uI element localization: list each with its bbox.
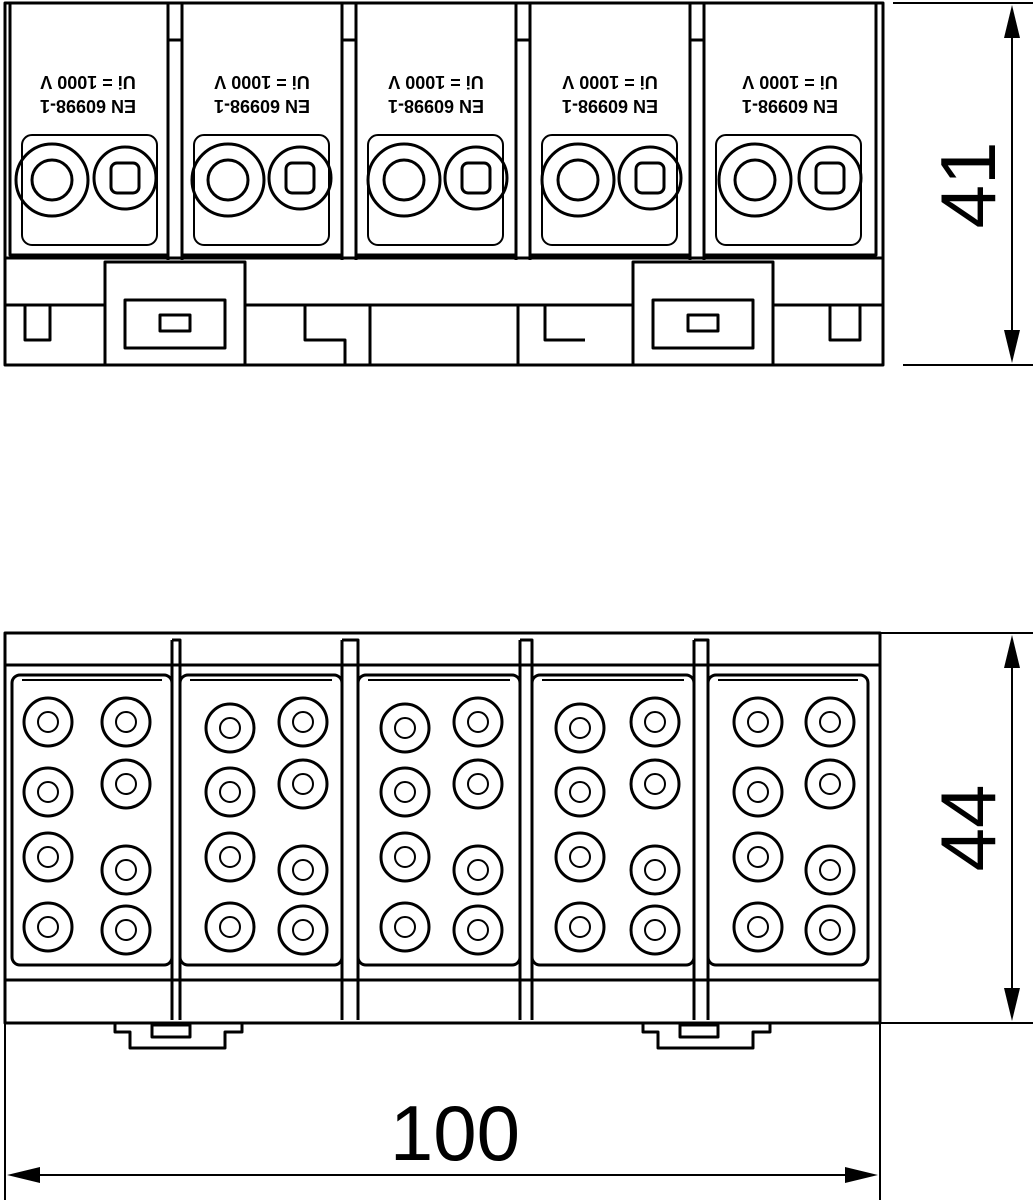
top-module bbox=[10, 673, 174, 967]
marking-standard-5: EN 60998-1 bbox=[742, 96, 838, 116]
top-view-outline bbox=[3, 631, 882, 1025]
dimension-label-41: 41 bbox=[924, 142, 1012, 229]
marking-standard-1: EN 60998-1 bbox=[40, 96, 136, 116]
top-module bbox=[530, 673, 696, 967]
front-module: EN 60998-1 Ui = 1000 V bbox=[528, 1, 692, 257]
dimension-height-front: 41 bbox=[893, 2, 1033, 366]
din-clip-tab bbox=[633, 1021, 772, 1050]
marking-standard-4: EN 60998-1 bbox=[562, 96, 658, 116]
marking-standard-3: EN 60998-1 bbox=[388, 96, 484, 116]
marking-voltage-4: Ui = 1000 V bbox=[562, 72, 658, 92]
front-module: EN 60998-1 Ui = 1000 V bbox=[8, 1, 170, 257]
front-view: EN 60998-1 Ui = 1000 V EN 60998-1 Ui = 1… bbox=[3, 1, 885, 367]
dimension-label-100: 100 bbox=[390, 1089, 520, 1177]
front-module: EN 60998-1 Ui = 1000 V bbox=[702, 1, 878, 257]
dimension-label-44: 44 bbox=[924, 785, 1012, 872]
top-module bbox=[356, 673, 522, 967]
marking-voltage-1: Ui = 1000 V bbox=[40, 72, 136, 92]
top-view bbox=[3, 631, 882, 1050]
dimension-width: 100 bbox=[4, 1023, 881, 1200]
top-module bbox=[706, 673, 870, 967]
marking-standard-2: EN 60998-1 bbox=[214, 96, 310, 116]
din-clip-tab bbox=[105, 1021, 244, 1050]
dimension-height-top: 44 bbox=[880, 632, 1033, 1024]
marking-voltage-5: Ui = 1000 V bbox=[742, 72, 838, 92]
top-module bbox=[178, 673, 344, 967]
front-module: EN 60998-1 Ui = 1000 V bbox=[180, 1, 344, 257]
front-module: EN 60998-1 Ui = 1000 V bbox=[354, 1, 518, 257]
marking-voltage-3: Ui = 1000 V bbox=[388, 72, 484, 92]
marking-voltage-2: Ui = 1000 V bbox=[214, 72, 310, 92]
